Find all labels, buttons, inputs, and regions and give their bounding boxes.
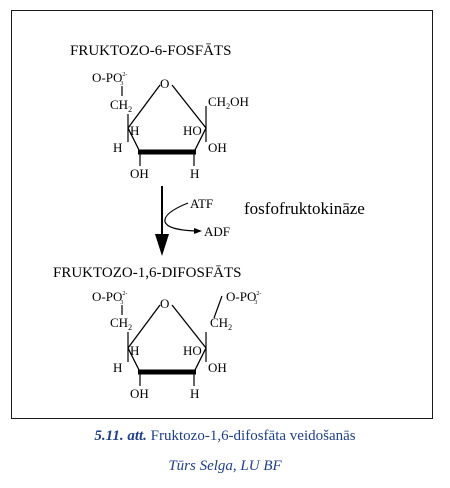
bottom-ho-right: HO bbox=[183, 343, 202, 358]
top-ch2oh-label: CH2OH bbox=[208, 94, 249, 111]
caption-text: Fruktozo-1,6-difosfāta veidošanās bbox=[150, 428, 356, 444]
figure-frame bbox=[11, 10, 433, 419]
bottom-ring-bond-right bbox=[171, 304, 207, 349]
top-phosphate-label: O-PO2-3 bbox=[92, 70, 127, 87]
top-ring-bond-lower-left bbox=[127, 127, 141, 153]
caption-number: 5.11. att. bbox=[94, 428, 147, 444]
bottom-phosphate-right: O-PO2-3 bbox=[226, 289, 261, 306]
top-h-left-down: H bbox=[113, 140, 122, 155]
bottom-ring-bond-lower-left bbox=[127, 347, 141, 373]
cofactor-arrow-head bbox=[194, 228, 202, 234]
top-ring-bond-right bbox=[171, 84, 207, 129]
top-ring-bond-left bbox=[127, 84, 161, 129]
bottom-oh-bottom: OH bbox=[130, 386, 149, 401]
top-h-bottom: H bbox=[190, 166, 199, 181]
figure-caption: 5.11. att. Fruktozo-1,6-difosfāta veidoš… bbox=[0, 428, 450, 445]
atf-label: ATF bbox=[190, 196, 213, 211]
bottom-h-bottom: H bbox=[190, 386, 199, 401]
enzyme-label: fosfofruktokināze bbox=[244, 199, 365, 218]
bottom-oh-right: OH bbox=[208, 360, 227, 375]
top-h-left-up: H bbox=[130, 123, 139, 138]
reaction-arrow-head bbox=[155, 234, 169, 256]
top-oh-bottom: OH bbox=[130, 166, 149, 181]
bottom-phosphate-left: O-PO2-3 bbox=[92, 289, 127, 306]
bottom-ch2-right: CH2 bbox=[210, 315, 232, 332]
bottom-h-left-up: H bbox=[130, 343, 139, 358]
top-molecule-title: FRUKTOZO-6-FOSFĀTS bbox=[70, 43, 231, 59]
top-ring-bond-lower-right bbox=[193, 127, 207, 153]
adf-label: ADF bbox=[204, 224, 230, 239]
bottom-h-left-down: H bbox=[113, 360, 122, 375]
top-ho-right: HO bbox=[183, 123, 202, 138]
bottom-ch2-left: CH2 bbox=[110, 315, 132, 332]
top-oh-right: OH bbox=[208, 140, 227, 155]
bottom-phosphate-right-bond bbox=[213, 295, 223, 319]
bottom-ring-oxygen: O bbox=[160, 296, 169, 311]
top-ch2-label: CH2 bbox=[110, 97, 132, 114]
top-ring-oxygen: O bbox=[160, 76, 169, 91]
bottom-ring-bond-left bbox=[127, 304, 161, 349]
figure-credit: Tūrs Selga, LU BF bbox=[168, 458, 282, 474]
cofactor-curved-arrow bbox=[164, 202, 197, 232]
bottom-molecule-title: FRUKTOZO-1,6-DIFOSFĀTS bbox=[53, 265, 242, 281]
bottom-ring-bond-lower-right bbox=[193, 347, 207, 373]
